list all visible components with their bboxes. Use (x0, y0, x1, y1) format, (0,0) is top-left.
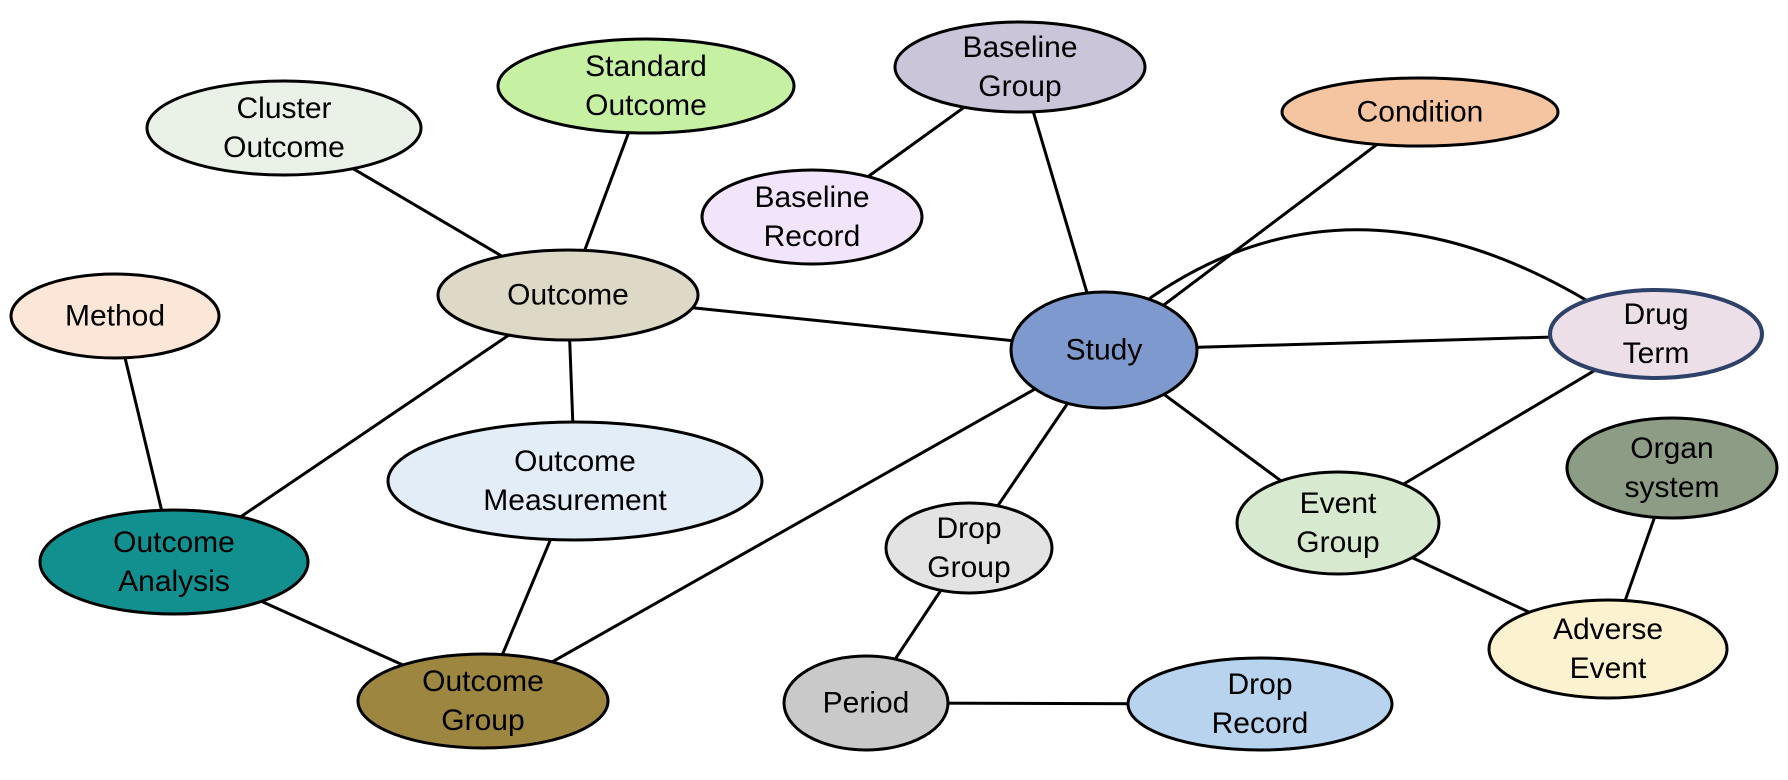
outcome-label: Outcome (507, 279, 629, 312)
edge-study-drug-term-curved (1130, 228, 1605, 314)
node-period: Period (782, 654, 950, 752)
method-label: Method (65, 300, 165, 333)
baseline-group-ellipse (893, 20, 1147, 114)
study-ellipse (1009, 290, 1199, 410)
drug-term-ellipse (1548, 288, 1764, 380)
drop-group-ellipse (884, 501, 1054, 595)
study-label: Study (1066, 334, 1143, 367)
organ-system-ellipse (1565, 416, 1779, 520)
node-method: Method (9, 272, 221, 360)
node-study: Study (1009, 290, 1199, 410)
outcome-analysis-ellipse (38, 508, 310, 616)
baseline-record-ellipse (700, 168, 924, 266)
drop-record-ellipse (1126, 656, 1394, 752)
node-condition: Condition (1280, 76, 1560, 148)
period-label: Period (823, 687, 910, 720)
edge-study-outcome-group (482, 348, 1105, 703)
condition-label: Condition (1357, 96, 1484, 129)
outcome-measurement-ellipse (386, 420, 764, 542)
period-ellipse (782, 654, 950, 752)
outcome-ellipse (436, 248, 700, 342)
adverse-event-ellipse (1487, 598, 1729, 700)
cluster-outcome-ellipse (145, 79, 423, 177)
condition-ellipse (1280, 76, 1560, 148)
standard-outcome-ellipse (496, 37, 796, 135)
outcome-group-ellipse (356, 652, 610, 750)
event-group-ellipse (1235, 470, 1441, 576)
node-outcome: Outcome (436, 248, 700, 342)
method-ellipse (9, 272, 221, 360)
